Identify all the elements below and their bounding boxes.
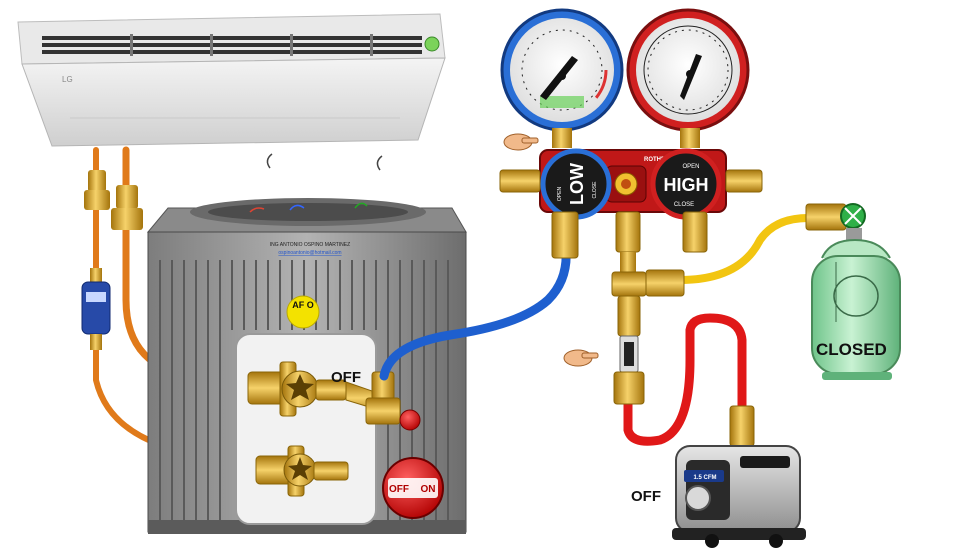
indoor-power-led-icon bbox=[424, 36, 440, 52]
high-knob-label: HIGH bbox=[664, 175, 709, 195]
pointing-hand-icon bbox=[503, 133, 539, 151]
vapor-mark-icon bbox=[266, 153, 273, 169]
high-pressure-gauge bbox=[626, 8, 750, 148]
low-side-hose-blue bbox=[379, 245, 571, 381]
low-knob-open-label: OPEN bbox=[557, 187, 563, 202]
condenser-credit-name: ING ANTONIO OSPINO MARTINEZ bbox=[270, 242, 350, 248]
flare-nut-icon bbox=[88, 170, 106, 192]
power-switch-on-label: ON bbox=[421, 484, 436, 495]
suction-service-valve[interactable] bbox=[247, 361, 421, 431]
side-fitting-icon bbox=[725, 169, 763, 193]
service-valve-status: OFF bbox=[331, 369, 361, 386]
af-badge-label: AF O bbox=[292, 300, 314, 310]
power-switch[interactable] bbox=[382, 457, 444, 519]
charge-hose-yellow bbox=[676, 214, 812, 284]
high-knob-open-label: OPEN bbox=[682, 164, 699, 170]
filter-drier bbox=[81, 268, 111, 350]
refrigerant-tank-status: CLOSED bbox=[816, 340, 887, 359]
indoor-ac-unit: LG bbox=[17, 13, 446, 147]
high-knob-close-label: CLOSE bbox=[674, 202, 694, 208]
low-knob-label: LOW bbox=[567, 163, 587, 205]
flare-nut-icon bbox=[84, 190, 110, 210]
vapor-mark-icon bbox=[376, 155, 383, 171]
center-port-fitting-icon bbox=[615, 211, 641, 253]
power-switch-off-label: OFF bbox=[389, 484, 409, 495]
vacuum-pump-capacity: 1.5 CFM bbox=[693, 475, 716, 481]
low-port-fitting-icon bbox=[551, 211, 579, 259]
tee-valve-stack bbox=[611, 252, 685, 405]
pointing-hand-icon bbox=[563, 349, 599, 367]
liquid-service-valve[interactable] bbox=[255, 445, 349, 497]
flare-nut-icon bbox=[111, 208, 143, 230]
side-fitting-icon bbox=[499, 169, 541, 193]
vacuum-pump bbox=[672, 405, 806, 548]
condenser-credit-link: ospinoantonio@hotmail.com bbox=[278, 250, 341, 256]
low-pressure-gauge bbox=[500, 8, 624, 148]
vacuum-hose-red bbox=[623, 313, 747, 446]
low-knob-close-label: CLOSE bbox=[592, 181, 598, 199]
high-port-fitting-icon bbox=[682, 211, 708, 253]
flare-nut-icon bbox=[116, 185, 138, 209]
service-valve-panel bbox=[235, 333, 377, 525]
refrigerant-tank bbox=[805, 203, 901, 380]
indoor-unit-brand: LG bbox=[62, 75, 73, 84]
vacuum-pump-status: OFF bbox=[631, 488, 661, 505]
indoor-unit-vents bbox=[42, 34, 422, 56]
af-badge bbox=[286, 295, 320, 329]
